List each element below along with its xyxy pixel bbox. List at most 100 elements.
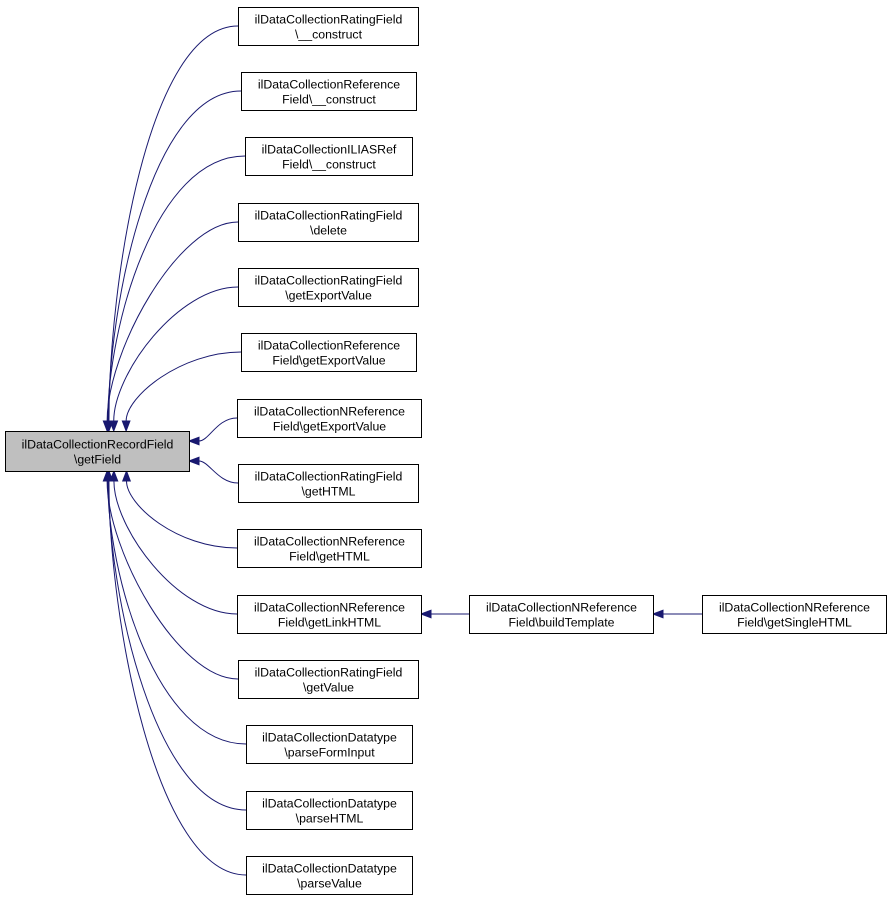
caller-node-n4[interactable]: ilDataCollectionRatingField\delete (238, 203, 419, 242)
caller-node-n10[interactable]: ilDataCollectionNReferenceField\getLinkH… (237, 595, 422, 634)
edge-n15-to-n10 (419, 609, 470, 619)
edge-arrowhead (104, 469, 114, 482)
node-label-line-2: \getValue (303, 681, 354, 695)
node-label-line-2: \parseValue (297, 877, 362, 891)
node-box (238, 464, 419, 503)
edge-arrowhead (187, 456, 200, 466)
edge-n6-to-root (121, 351, 242, 433)
node-label-line-1: ilDataCollectionDatatype (262, 731, 397, 745)
node-box (469, 595, 654, 634)
edges-layer (102, 25, 703, 876)
caller-node-n14[interactable]: ilDataCollectionDatatype\parseValue (246, 856, 413, 895)
node-label-line-2: Field\getLinkHTML (278, 616, 381, 630)
caller-node-n16[interactable]: ilDataCollectionNReferenceField\getSingl… (702, 595, 887, 634)
edge-n5-to-root (109, 286, 239, 433)
root-node[interactable]: ilDataCollectionRecordField\getField (5, 431, 190, 472)
edge-n12-to-root (103, 469, 247, 745)
node-box (246, 856, 413, 895)
node-label-line-2: Field\getHTML (289, 550, 370, 564)
node-label-line-1: ilDataCollectionRatingField (255, 274, 403, 288)
caller-node-n5[interactable]: ilDataCollectionRatingField\getExportVal… (238, 268, 419, 307)
node-label-line-1: ilDataCollectionNReference (254, 535, 405, 549)
node-label-line-1: ilDataCollectionRatingField (255, 666, 403, 680)
edge-line (107, 155, 246, 422)
edge-line (108, 25, 239, 422)
node-label-line-1: ilDataCollectionNReference (254, 405, 405, 419)
node-label-line-2: \getHTML (302, 485, 356, 499)
node-box (245, 137, 413, 176)
node-label-line-1: ilDataCollectionRatingField (255, 470, 403, 484)
edge-arrowhead (109, 420, 119, 433)
edge-n1-to-root (104, 25, 239, 433)
node-box (5, 431, 190, 472)
caller-node-n7[interactable]: ilDataCollectionNReferenceField\getExpor… (237, 399, 422, 438)
node-box (237, 399, 422, 438)
node-box (238, 203, 419, 242)
node-label-line-2: Field\__construct (282, 93, 376, 107)
node-label-line-2: \getExportValue (285, 289, 372, 303)
node-label-line-2: \parseFormInput (284, 746, 375, 760)
caller-node-n1[interactable]: ilDataCollectionRatingField\__construct (238, 7, 419, 46)
node-box (237, 529, 422, 568)
node-label-line-1: ilDataCollectionDatatype (262, 797, 397, 811)
edge-n16-to-n15 (651, 609, 703, 619)
edge-line (106, 221, 239, 422)
caller-node-n11[interactable]: ilDataCollectionRatingField\getValue (238, 660, 419, 699)
edge-arrowhead (419, 609, 432, 619)
node-label-line-2: \__construct (295, 28, 363, 42)
edge-line (113, 480, 238, 615)
edge-n11-to-root (102, 469, 239, 680)
node-box (237, 595, 422, 634)
node-label-line-2: Field\getSingleHTML (737, 616, 852, 630)
caller-node-n12[interactable]: ilDataCollectionDatatype\parseFormInput (246, 725, 413, 764)
edge-line (198, 460, 239, 484)
caller-node-n6[interactable]: ilDataCollectionReferenceField\getExport… (241, 333, 417, 372)
edge-n8-to-root (187, 456, 239, 484)
node-label-line-1: ilDataCollectionReference (258, 339, 400, 353)
node-label-line-2: Field\buildTemplate (509, 616, 615, 630)
node-label-line-2: Field\getExportValue (273, 420, 386, 434)
caller-node-n15[interactable]: ilDataCollectionNReferenceField\buildTem… (469, 595, 654, 634)
edge-arrowhead (102, 420, 112, 433)
node-label-line-2: \delete (310, 224, 347, 238)
node-label-line-1: ilDataCollectionILIASRef (262, 143, 397, 157)
node-label-line-1: ilDataCollectionNReference (486, 601, 637, 615)
edge-line (113, 286, 239, 422)
node-box (702, 595, 887, 634)
edge-n3-to-root (103, 155, 246, 433)
edge-n9-to-root (121, 469, 238, 549)
node-label-line-2: \getField (74, 453, 121, 467)
edge-line (126, 480, 238, 549)
node-label-line-2: \parseHTML (296, 812, 364, 826)
edge-arrowhead (121, 420, 131, 433)
caller-node-n2[interactable]: ilDataCollectionReferenceField\__constru… (241, 72, 417, 111)
node-label-line-1: ilDataCollectionReference (258, 78, 400, 92)
edge-line (198, 417, 238, 442)
edge-line (108, 480, 247, 876)
edge-arrowhead (651, 609, 664, 619)
caller-node-n13[interactable]: ilDataCollectionDatatype\parseHTML (246, 791, 413, 830)
edge-line (106, 480, 239, 680)
node-box (238, 268, 419, 307)
edge-arrowhead (121, 469, 132, 482)
edge-line (125, 351, 242, 422)
node-box (246, 725, 413, 764)
edge-arrowhead (187, 436, 200, 446)
edge-n7-to-root (187, 417, 238, 446)
node-label-line-2: Field\getExportValue (272, 354, 385, 368)
edge-n4-to-root (102, 221, 239, 433)
node-box (241, 72, 417, 111)
node-label-line-2: Field\__construct (282, 158, 376, 172)
node-box (238, 660, 419, 699)
node-label-line-1: ilDataCollectionDatatype (262, 862, 397, 876)
nodes-layer: ilDataCollectionRecordField\getField ilDa… (5, 7, 887, 895)
node-label-line-1: ilDataCollectionNReference (719, 601, 870, 615)
node-box (238, 7, 419, 46)
caller-node-n8[interactable]: ilDataCollectionRatingField\getHTML (238, 464, 419, 503)
node-box (241, 333, 417, 372)
caller-node-n3[interactable]: ilDataCollectionILIASRefField\__construc… (245, 137, 413, 176)
node-label-line-1: ilDataCollectionRatingField (255, 13, 403, 27)
edge-line (107, 90, 242, 422)
